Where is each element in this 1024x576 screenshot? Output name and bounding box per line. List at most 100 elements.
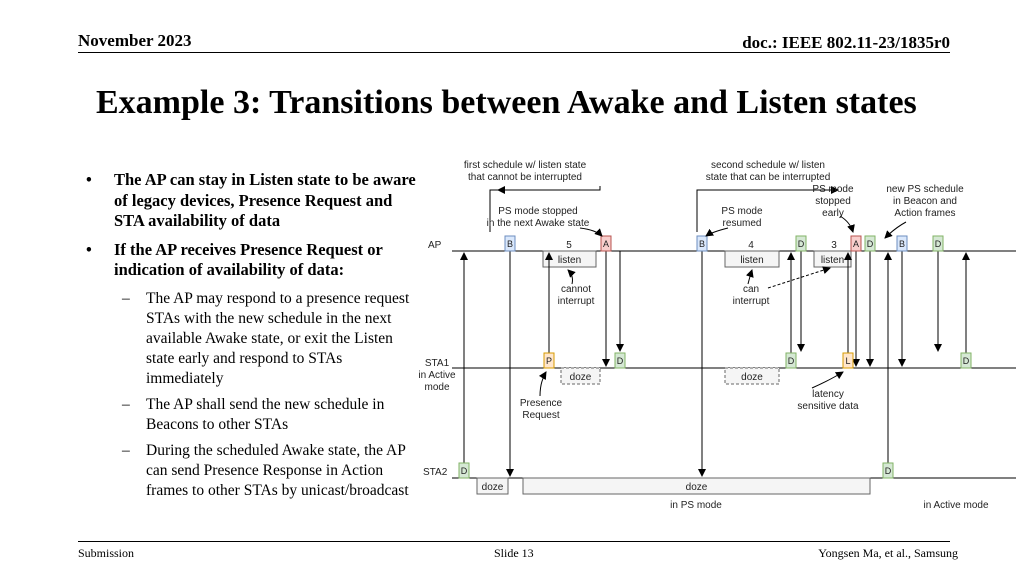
first-schedule-note: that cannot be interrupted [468, 172, 582, 183]
ps-stopped-early-note: PS mode [812, 184, 854, 195]
header-date: November 2023 [78, 31, 192, 50]
data-frame-label: D [461, 466, 468, 476]
can-interrupt-note: can [743, 284, 759, 295]
bullet-text: The AP can stay in Listen state to be aw… [114, 170, 416, 230]
ps-resumed-note: resumed [723, 218, 762, 229]
sta2-doze-state [522, 477, 871, 495]
row-label-sta1: mode [424, 382, 449, 393]
note-pointer [538, 371, 547, 397]
presence-frame [543, 352, 555, 369]
beacon-frame [896, 235, 908, 252]
latency-sensitive-note: latency [812, 389, 844, 400]
note-pointer [579, 227, 603, 237]
note-pointer [745, 269, 754, 285]
data-frame-label: D [935, 239, 942, 249]
ps-stopped-early-note: early [822, 208, 844, 219]
beacon-frame [696, 235, 708, 252]
note-pointer [884, 221, 907, 239]
ps-resumed-note: PS mode [721, 206, 763, 217]
presence-frame-label: P [546, 356, 552, 366]
ps-stopped-next-awake-note: in the next Awake state [487, 218, 590, 229]
latency-sensitive-note: sensitive data [797, 401, 859, 412]
bullet-list: •The AP can stay in Listen state to be a… [82, 170, 418, 507]
first-schedule-note: first schedule w/ listen state [464, 160, 587, 171]
slide-title: Example 3: Transitions between Awake and… [96, 84, 917, 121]
new-ps-schedule-note: in Beacon and [893, 196, 957, 207]
header-doc-id: doc.: IEEE 802.11-23/1835r0 [742, 33, 950, 52]
presence-request-note: Request [522, 410, 559, 421]
ack-frame [850, 235, 862, 252]
sta2-doze-state [476, 477, 509, 495]
ack-frame-label: A [853, 239, 859, 249]
sub-bullet-text: The AP may respond to a presence request… [146, 289, 410, 387]
ap-listen-state-label: listen [740, 255, 763, 266]
in-ps-mode-label: in PS mode [670, 500, 722, 511]
can-interrupt-note: interrupt [733, 296, 770, 307]
data-frame [960, 352, 972, 369]
ack-frame [600, 235, 612, 252]
note-pointer [839, 215, 855, 233]
second-schedule-arrow [696, 186, 839, 232]
sta1-doze-state-label: doze [741, 372, 763, 383]
sub-bullet-text: During the scheduled Awake state, the AP… [146, 441, 409, 499]
ap-listen-state [542, 250, 597, 268]
ps-stopped-next-awake-note: PS mode stopped [498, 206, 578, 217]
footer-slide-number: Slide 13 [494, 546, 534, 560]
data-frame-label: D [963, 356, 970, 366]
second-schedule-note: state that can be interrupted [706, 172, 831, 183]
row-label-sta1: in Active [418, 370, 456, 381]
sub-bullet-item: –The AP shall send the new schedule in B… [122, 395, 385, 433]
data-frame [932, 235, 944, 252]
bullet-item: •The AP can stay in Listen state to be a… [86, 170, 416, 230]
presence-request-note: Presence [520, 398, 563, 409]
footer-authors: Yongsen Ma, et al., Samsung [818, 546, 958, 560]
data-frame [785, 352, 797, 369]
note-pointer [811, 371, 844, 389]
interval-number: 5 [566, 240, 572, 251]
new-ps-schedule-note: new PS schedule [886, 184, 964, 195]
data-frame-label: D [788, 356, 795, 366]
data-frame [882, 462, 894, 479]
footer-rule [78, 541, 950, 542]
ack-frame-label: A [603, 239, 609, 249]
ap-listen-state-label: listen [558, 255, 581, 266]
bullet-item: •If the AP receives Presence Request or … [86, 239, 383, 280]
note-pointer [705, 227, 729, 237]
cannot-interrupt-note: interrupt [558, 296, 595, 307]
presence-frame [842, 352, 854, 369]
cannot-interrupt-note: cannot [561, 284, 591, 295]
data-frame [614, 352, 626, 369]
sub-bullet-text: The AP shall send the new schedule in Be… [146, 395, 385, 433]
data-frame [864, 235, 876, 252]
beacon-frame-label: B [899, 239, 905, 249]
sta1-doze-state [724, 367, 780, 385]
sub-bullet-item: –During the scheduled Awake state, the A… [122, 441, 409, 499]
ap-listen-state-label: listen [821, 255, 844, 266]
presence-frame-label: L [845, 356, 850, 366]
data-frame [795, 235, 807, 252]
data-frame-label: D [867, 239, 874, 249]
sta1-doze-state-label: doze [570, 372, 592, 383]
interval-number: 4 [748, 240, 754, 251]
beacon-frame-label: B [507, 239, 513, 249]
row-label-sta2: STA2 [423, 467, 448, 478]
in-active-mode-label: in Active mode [923, 500, 988, 511]
data-frame-label: D [885, 466, 892, 476]
data-frame [458, 462, 470, 479]
sub-bullet-item: –The AP may respond to a presence reques… [122, 289, 410, 387]
interrupt-dashed-arrow [767, 266, 831, 289]
header-rule [78, 52, 950, 53]
sta2-doze-state-label: doze [686, 482, 708, 493]
new-ps-schedule-note: Action frames [894, 208, 955, 219]
sta2-doze-state-label: doze [482, 482, 504, 493]
ap-listen-state [724, 250, 780, 268]
row-label-ap: AP [428, 240, 442, 251]
beacon-frame-label: B [699, 239, 705, 249]
second-schedule-note: second schedule w/ listen [711, 160, 825, 171]
interval-number: 3 [831, 240, 837, 251]
ps-stopped-early-note: stopped [815, 196, 851, 207]
note-pointer [567, 269, 576, 285]
data-frame-label: D [617, 356, 624, 366]
bullet-text: If the AP receives Presence Request or i… [114, 239, 383, 280]
